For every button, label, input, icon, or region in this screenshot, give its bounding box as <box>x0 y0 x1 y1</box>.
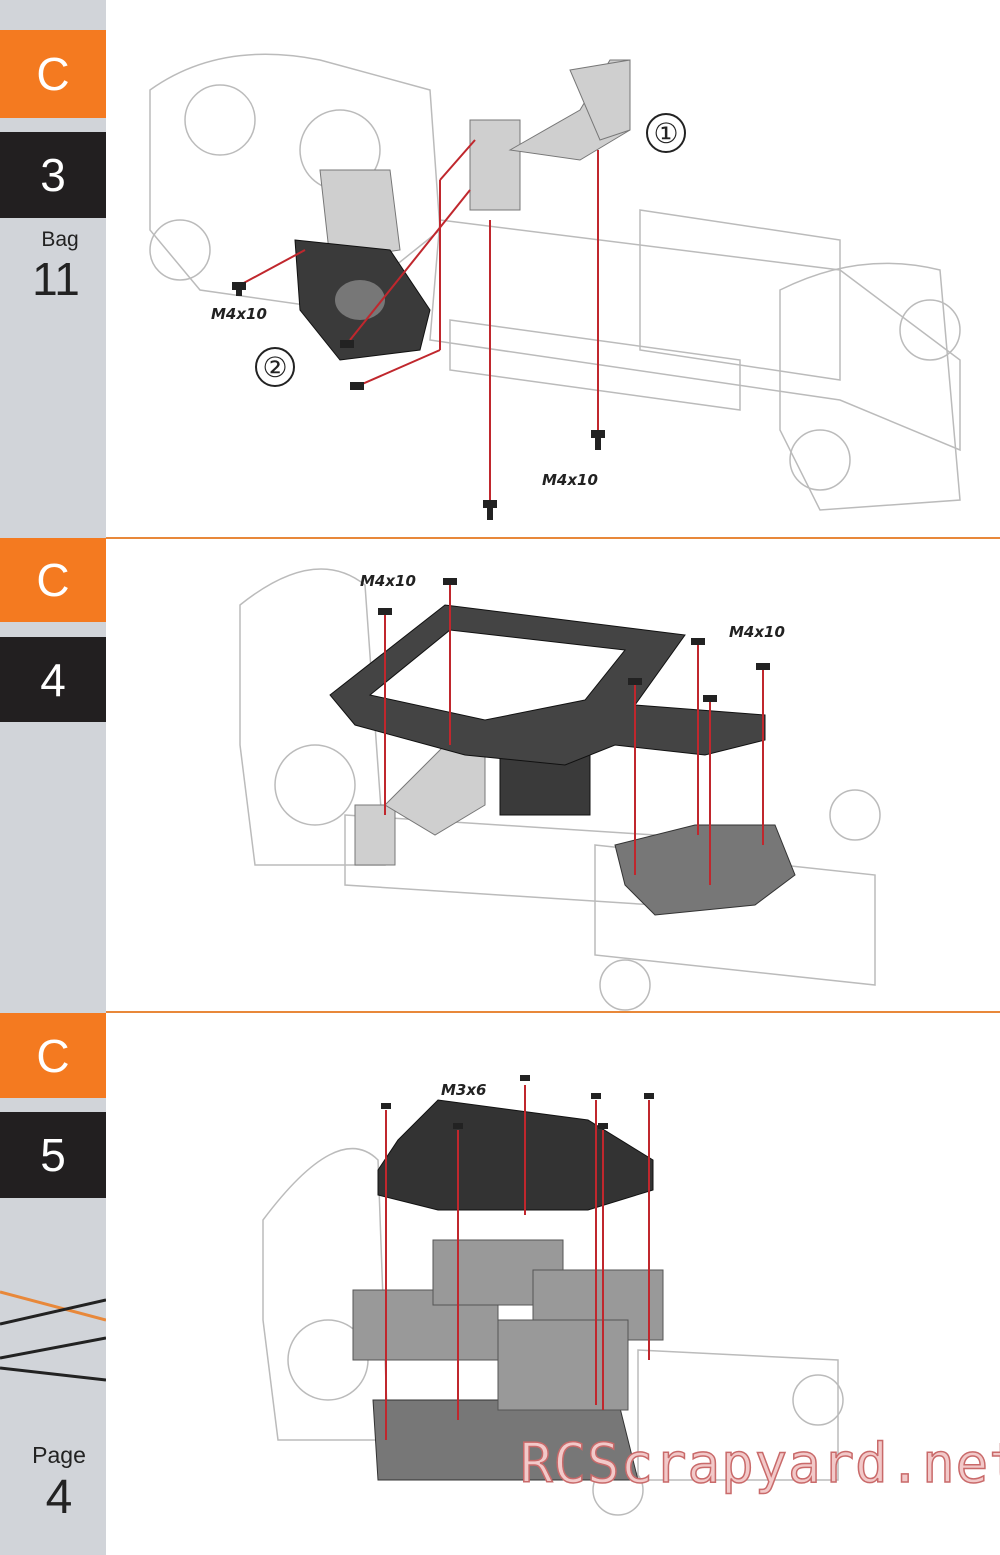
page-label: Page <box>32 1442 86 1468</box>
callout-1: ① <box>646 113 686 153</box>
step-letter-c3: C <box>0 30 106 118</box>
watermark: RCScrapyard.net <box>519 1431 1000 1496</box>
bag-label: Bag <box>41 228 79 251</box>
screw-label: M4x10 <box>360 572 416 590</box>
screw-label: M3x6 <box>441 1081 487 1099</box>
screw-label: M4x10 <box>542 471 598 489</box>
sidebar: C 3 Bag 11 C 4 C 5 Page 4 <box>0 0 106 1555</box>
step-c4-illustration <box>239 568 881 1011</box>
callout-2: ② <box>255 347 295 387</box>
section-divider <box>106 537 1000 539</box>
screw-label: M4x10 <box>729 623 785 641</box>
step-letter-c4: C <box>0 538 106 622</box>
step-c5-illustration <box>262 1075 844 1516</box>
step-number-4: 4 <box>0 637 106 722</box>
bag-number: 11 <box>32 253 80 305</box>
screw-label: M4x10 <box>211 305 267 323</box>
step-letter-c5: C <box>0 1013 106 1098</box>
decorative-lines <box>0 1290 106 1382</box>
section-divider <box>106 1011 1000 1013</box>
step-number-3: 3 <box>0 132 106 218</box>
step-c3-illustration <box>149 53 961 520</box>
page-number: 4 <box>45 1471 73 1524</box>
step-number-5: 5 <box>0 1112 106 1198</box>
